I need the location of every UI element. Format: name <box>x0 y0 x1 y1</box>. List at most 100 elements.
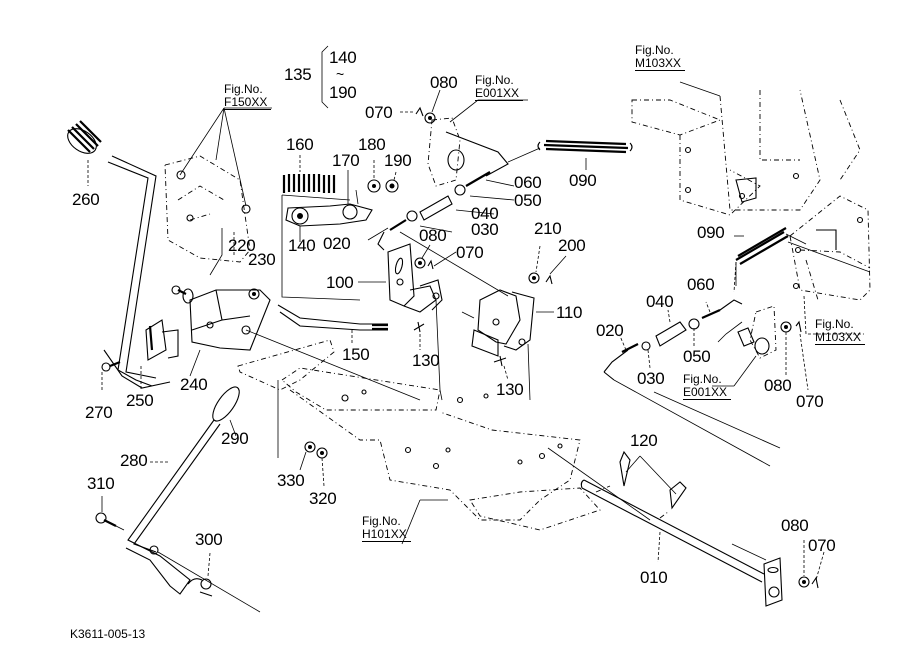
assembly-group-number: 135 <box>284 65 312 84</box>
part-label-030-right: 030 <box>637 369 665 388</box>
fig-ref-prefix: Fig.No. <box>475 73 514 87</box>
frame-bracket-f150 <box>164 107 251 276</box>
nut-180 <box>367 160 381 193</box>
pin-130-a <box>413 321 425 350</box>
rod-150 <box>277 304 388 345</box>
part-label-310: 310 <box>87 474 115 493</box>
part-label-330: 330 <box>277 471 305 490</box>
part-label-160: 160 <box>286 135 314 154</box>
bracket-240 <box>189 289 421 401</box>
nut-330 <box>299 441 316 471</box>
part-label-070-bottom: 070 <box>808 536 836 555</box>
washer-080-mid <box>414 244 431 269</box>
washer-210 <box>528 245 541 284</box>
fig-ref-m103xx-top[interactable]: Fig.No. M103XX <box>635 43 686 71</box>
part-label-020-top: 020 <box>323 234 351 253</box>
fig-ref-code: M103XX <box>635 57 686 71</box>
part-label-090-right: 090 <box>697 223 725 242</box>
part-label-270: 270 <box>85 403 113 422</box>
nut-320 <box>316 447 328 487</box>
fig-ref-h101xx[interactable]: Fig.No. H101XX <box>362 515 411 542</box>
fig-ref-e001xx-top[interactable]: Fig.No. E001XX <box>475 73 524 101</box>
bolt-270 <box>101 360 121 392</box>
washer-080-right <box>780 321 792 376</box>
washer-080-bottom <box>798 540 810 588</box>
frame-h101 <box>237 339 651 545</box>
spring-090-top <box>507 139 633 170</box>
part-label-200: 200 <box>558 236 586 255</box>
part-label-180: 180 <box>358 135 386 154</box>
part-label-050-right: 050 <box>683 347 711 366</box>
bracket-110 <box>461 289 554 401</box>
fig-ref-code: M103XX <box>815 331 866 345</box>
link-plate-e001-right <box>712 305 777 387</box>
bolt-bracket <box>171 285 194 304</box>
pedal-knob-260 <box>67 120 102 186</box>
bracket-100 <box>358 243 443 401</box>
fig-ref-code: E001XX <box>683 386 732 400</box>
assembly-range-symbol: ~ <box>336 66 344 82</box>
pin-070-mid <box>427 251 457 270</box>
spring-160 <box>282 155 336 193</box>
part-label-110: 110 <box>556 303 583 322</box>
fig-ref-e001xx-right[interactable]: Fig.No. E001XX <box>683 373 732 400</box>
drawing-code: K3611-005-13 <box>70 627 146 641</box>
assembly-range-end: 190 <box>329 83 357 102</box>
part-label-280: 280 <box>120 451 148 470</box>
part-label-030-top: 030 <box>471 220 499 239</box>
assembly-bracket-135 <box>321 45 329 109</box>
part-label-070-right: 070 <box>796 392 824 411</box>
pin-070-bottom <box>811 551 825 589</box>
frame-m103-top <box>631 81 861 216</box>
bolt-310 <box>95 496 125 531</box>
part-label-130-a: 130 <box>412 351 440 370</box>
part-label-170: 170 <box>332 151 360 170</box>
part-label-130-b: 130 <box>496 380 524 399</box>
pin-130-b <box>493 355 509 381</box>
part-label-070-top: 070 <box>365 103 393 122</box>
link-plate-e001 <box>427 99 528 187</box>
part-label-150: 150 <box>342 345 370 364</box>
fig-ref-f150xx[interactable]: Fig.No. F150XX <box>224 82 272 110</box>
part-label-080-right: 080 <box>764 376 792 395</box>
part-label-080-mid: 080 <box>419 226 447 245</box>
part-label-040-top: 040 <box>471 204 499 223</box>
fig-ref-code: E001XX <box>475 87 524 101</box>
fig-ref-code: F150XX <box>224 96 272 110</box>
washer-230 <box>248 288 260 300</box>
fig-ref-prefix: Fig.No. <box>362 514 401 528</box>
part-label-210: 210 <box>534 219 562 238</box>
part-label-220: 220 <box>228 236 256 255</box>
shaft-010 <box>580 479 783 607</box>
fig-ref-prefix: Fig.No. <box>224 82 263 96</box>
part-label-040-right: 040 <box>646 292 674 311</box>
pin-070-top <box>400 106 424 117</box>
part-label-070-mid: 070 <box>456 243 484 262</box>
part-label-300: 300 <box>195 530 223 549</box>
part-label-080-top: 080 <box>430 73 458 92</box>
pin-200 <box>545 255 567 285</box>
part-label-240: 240 <box>180 375 208 394</box>
pin-070-right <box>795 320 809 391</box>
fig-ref-m103xx-right[interactable]: Fig.No. M103XX <box>815 317 866 345</box>
fig-ref-code: H101XX <box>362 528 411 542</box>
part-label-140: 140 <box>288 236 316 255</box>
lever-280 <box>125 419 221 595</box>
grip-290 <box>212 386 240 437</box>
fig-ref-prefix: Fig.No. <box>635 43 674 57</box>
part-label-230: 230 <box>248 250 276 269</box>
part-label-060-top: 060 <box>514 173 542 192</box>
part-label-050-top: 050 <box>514 191 542 210</box>
part-label-010: 010 <box>640 568 668 587</box>
pin-120 <box>619 450 687 510</box>
part-label-290: 290 <box>221 429 249 448</box>
fig-ref-prefix: Fig.No. <box>815 317 854 331</box>
part-label-250: 250 <box>126 391 154 410</box>
part-label-260: 260 <box>72 190 100 209</box>
nut-190 <box>385 171 399 193</box>
part-label-020-right: 020 <box>596 321 624 340</box>
part-label-190: 190 <box>384 151 412 170</box>
bushing-pedal <box>149 545 261 613</box>
